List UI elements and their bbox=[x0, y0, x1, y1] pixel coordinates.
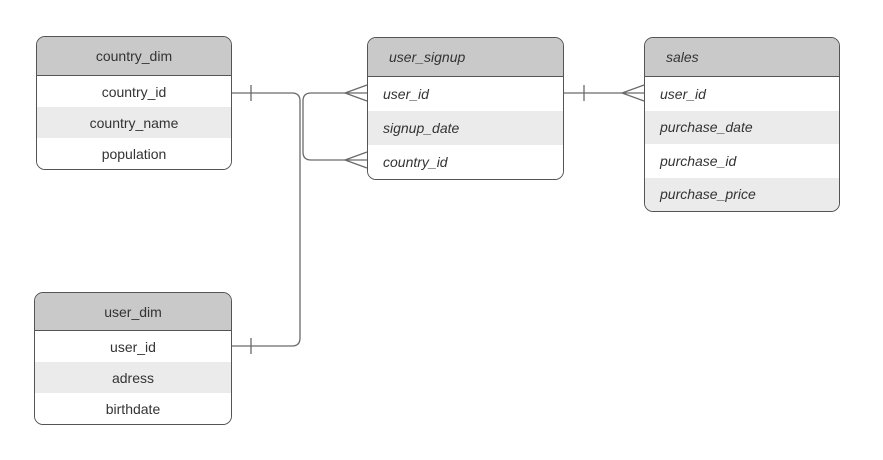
field-user-id: user_id bbox=[35, 331, 231, 362]
field-signup-date: signup_date bbox=[368, 111, 563, 145]
field-country-name: country_name bbox=[37, 107, 231, 138]
field-country-id: country_id bbox=[37, 76, 231, 107]
relationship-country-dim-to-user-signup[interactable] bbox=[232, 85, 368, 347]
field-user-id: user_id bbox=[368, 77, 563, 111]
entity-user-dim[interactable]: user_dim user_id adress birthdate bbox=[34, 292, 232, 425]
field-user-id: user_id bbox=[645, 77, 839, 111]
field-purchase-date: purchase_date bbox=[645, 110, 839, 144]
field-birthdate: birthdate bbox=[35, 393, 231, 424]
crow-foot-icon-user-signup-user-id bbox=[343, 84, 368, 102]
entity-country-dim[interactable]: country_dim country_id country_name popu… bbox=[36, 36, 232, 170]
connector-trunk-line[interactable] bbox=[232, 92, 301, 347]
field-population: population bbox=[37, 138, 231, 169]
crow-foot-icon-sales-user-id bbox=[620, 84, 645, 102]
connector-branch-line[interactable] bbox=[302, 92, 345, 161]
field-purchase-price: purchase_price bbox=[645, 177, 839, 211]
entity-title: country_dim bbox=[37, 37, 231, 76]
entity-sales[interactable]: sales user_id purchase_date purchase_id … bbox=[644, 37, 840, 212]
crow-foot-icon-user-signup-country-id bbox=[343, 151, 368, 169]
entity-title: sales bbox=[645, 38, 839, 77]
field-purchase-id: purchase_id bbox=[645, 144, 839, 178]
relationship-user-dim-to-user-signup[interactable] bbox=[250, 84, 368, 354]
entity-title: user_signup bbox=[368, 38, 563, 77]
entity-user-signup[interactable]: user_signup user_id signup_date country_… bbox=[367, 37, 564, 180]
entity-title: user_dim bbox=[35, 293, 231, 331]
relationship-user-signup-to-sales[interactable] bbox=[564, 84, 645, 102]
field-country-id: country_id bbox=[368, 145, 563, 179]
field-adress: adress bbox=[35, 362, 231, 393]
